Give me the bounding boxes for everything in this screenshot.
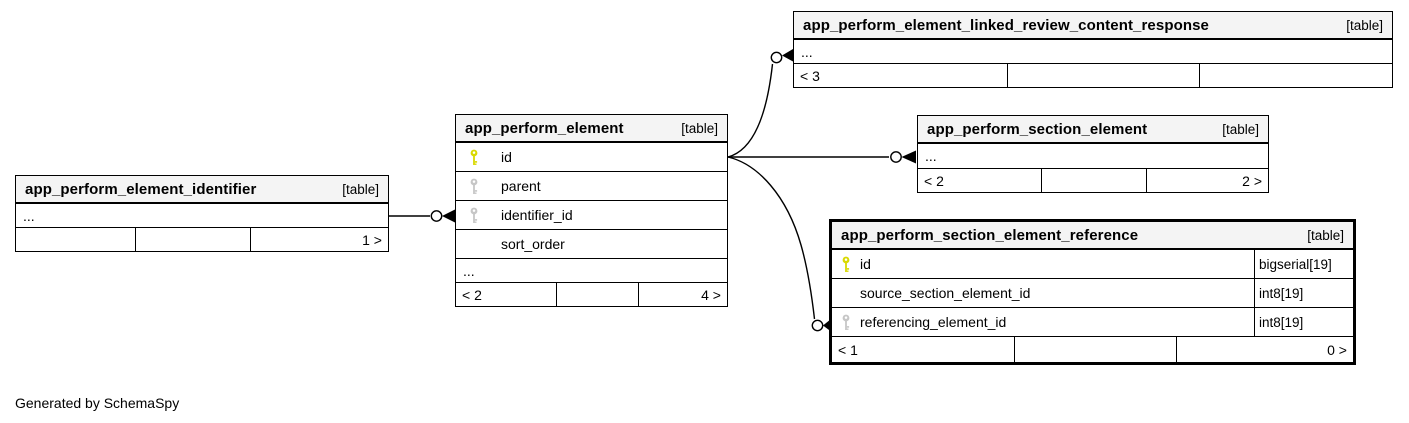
table-app-perform-section-element-reference: app_perform_section_element_reference [t… (829, 219, 1356, 365)
relationship-count-row: 1 > (16, 227, 388, 251)
table-app-perform-element-linked-review-content-response: app_perform_element_linked_review_conten… (793, 11, 1393, 88)
foreign-key-icon (456, 178, 501, 195)
column-name: id (501, 149, 512, 165)
relationship-element-to-reference (727, 156, 831, 332)
outgoing-count: 1 > (250, 228, 388, 251)
outgoing-count: 4 > (637, 283, 727, 306)
foreign-key-icon (456, 207, 501, 224)
relationship-element-to-linked-review (727, 49, 793, 158)
incoming-count (16, 228, 135, 251)
relationship-count-row: < 3 (794, 63, 1392, 87)
incoming-count: < 1 (838, 341, 858, 358)
table-header[interactable]: app_perform_element [table] (456, 115, 727, 143)
table-badge: [table] (681, 120, 718, 136)
relationship-element-to-section-element (728, 150, 916, 164)
table-name[interactable]: app_perform_section_element (927, 120, 1148, 138)
table-body: ... < 3 (794, 40, 1392, 87)
column-name: identifier_id (501, 207, 573, 223)
column-row-sort_order: sort_order (456, 229, 727, 258)
table-body: ... < 2 2 > (918, 144, 1268, 192)
table-header[interactable]: app_perform_section_element [table] (918, 116, 1268, 144)
column-name: source_section_element_id (860, 285, 1031, 301)
column-row-identifier_id: identifier_id (456, 200, 727, 229)
column-name: parent (501, 178, 541, 194)
column-row-source_section_element_id: source_section_element_id int8[19] (832, 278, 1353, 307)
table-badge: [table] (342, 181, 379, 197)
table-app-perform-element-identifier: app_perform_element_identifier [table] .… (15, 175, 389, 252)
count-spacer (1040, 169, 1146, 192)
table-app-perform-element: app_perform_element [table] id parent iden… (455, 114, 728, 307)
table-app-perform-section-element: app_perform_section_element [table] ... <… (917, 115, 1269, 193)
column-type: bigserial[19] (1254, 250, 1353, 278)
column-name: sort_order (501, 236, 565, 252)
table-name[interactable]: app_perform_element_identifier (25, 180, 257, 198)
count-spacer (1014, 337, 1176, 362)
incoming-count: < 2 (924, 172, 944, 189)
outgoing-count: 0 > (1175, 337, 1353, 362)
hidden-columns-ellipsis: ... (801, 43, 813, 60)
count-spacer (556, 283, 637, 306)
table-header[interactable]: app_perform_element_identifier [table] (16, 176, 388, 204)
column-type: int8[19] (1254, 279, 1353, 307)
table-name[interactable]: app_perform_element_linked_review_conten… (803, 16, 1209, 34)
table-name[interactable]: app_perform_element (465, 119, 624, 137)
table-body: id parent identifier_id sort_order... < 2 4 > (456, 143, 727, 306)
table-body: ... 1 > (16, 204, 388, 251)
hidden-columns-ellipsis: ... (925, 148, 937, 164)
outgoing-count (1199, 64, 1392, 87)
column-row-id: id bigserial[19] (832, 250, 1353, 278)
foreign-key-icon (832, 314, 860, 331)
table-header[interactable]: app_perform_element_linked_review_conten… (794, 12, 1392, 40)
hidden-columns-ellipsis: ... (23, 207, 35, 224)
hidden-columns-ellipsis: ... (456, 258, 727, 282)
count-spacer (135, 228, 250, 251)
column-name: id (860, 256, 871, 272)
table-badge: [table] (1222, 121, 1259, 137)
generated-by-note: Generated by SchemaSpy (15, 395, 180, 411)
incoming-count: < 3 (800, 67, 820, 84)
column-type: int8[19] (1254, 308, 1353, 336)
table-badge: [table] (1307, 227, 1344, 243)
table-badge: [table] (1346, 17, 1383, 33)
primary-key-icon (456, 149, 501, 166)
count-spacer (1007, 64, 1199, 87)
column-name: referencing_element_id (860, 314, 1007, 330)
table-header[interactable]: app_perform_section_element_reference [t… (832, 222, 1353, 250)
table-name[interactable]: app_perform_section_element_reference (841, 226, 1139, 244)
relationship-count-row: < 2 4 > (456, 282, 727, 306)
primary-key-icon (832, 256, 860, 273)
incoming-count: < 2 (462, 286, 482, 303)
column-row-parent: parent (456, 171, 727, 200)
column-row-referencing_element_id: referencing_element_id int8[19] (832, 307, 1353, 336)
relationship-count-row: < 2 2 > (918, 168, 1268, 192)
relationship-count-row: < 1 0 > (832, 336, 1353, 362)
outgoing-count: 2 > (1145, 169, 1269, 192)
relationship-identifier-to-element (389, 209, 455, 223)
column-row-id: id (456, 143, 727, 171)
